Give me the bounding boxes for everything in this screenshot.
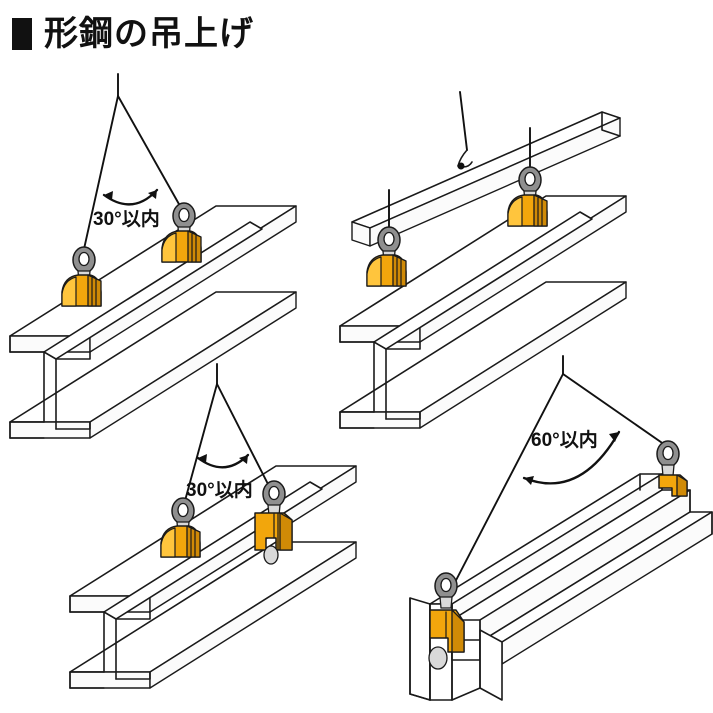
beam-h-bottom-right	[409, 473, 713, 701]
sling-top-left	[81, 73, 185, 259]
sling-bottom-left	[182, 363, 273, 509]
angle-arc-bottom-left	[196, 453, 250, 469]
crane-hook-top-right	[457, 91, 473, 170]
beam-h-top-right	[339, 195, 627, 429]
diagram-bottom-left: 30°以内	[69, 363, 357, 689]
angle-label-bottom-right: 60°以内	[531, 428, 598, 451]
angle-arc-top-left	[102, 188, 159, 206]
angle-label-top-left: 30°以内	[93, 207, 160, 230]
clamp-right-top-left	[161, 202, 202, 263]
clamp-left-top-left	[61, 246, 102, 307]
beam-h-top-left	[9, 205, 297, 439]
square-bullet-icon	[12, 18, 32, 50]
diagram-top-right	[339, 91, 627, 429]
diagram-bottom-right: 60°以内	[409, 355, 713, 701]
angle-arc-bottom-right	[522, 430, 621, 485]
angle-label-bottom-left: 30°以内	[186, 478, 253, 501]
clamp-right-bottom-right	[656, 440, 688, 497]
spreader-bar	[351, 111, 621, 247]
sling-bottom-right	[451, 355, 669, 589]
diagram-top-left: 30°以内	[9, 73, 297, 439]
page-title: 形鋼の吊上げ	[12, 12, 254, 56]
page-title-text: 形鋼の吊上げ	[44, 15, 254, 53]
clamp-left-bottom-left	[160, 497, 201, 558]
